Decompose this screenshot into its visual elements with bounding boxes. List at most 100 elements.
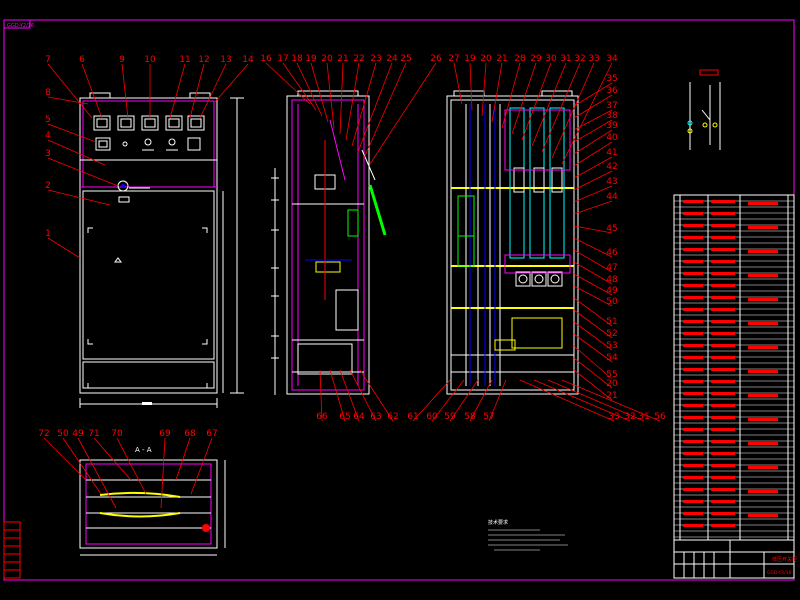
callout-number: 41 <box>606 148 617 158</box>
callout-rear_right-1: 36 <box>573 86 618 119</box>
callout-front-10: 4 <box>45 131 106 166</box>
callout-side-6: 22 <box>345 54 365 141</box>
callout-number: 44 <box>606 192 618 202</box>
callout-rear_top-2: 20 <box>480 54 492 117</box>
callout-side_bottom-4: 62 <box>359 369 399 422</box>
callout-number: 50 <box>57 429 69 439</box>
callout-number: 37 <box>606 101 617 111</box>
parts-table <box>673 194 795 541</box>
callout-number: 72 <box>38 429 49 439</box>
callout-number: 31 <box>560 54 571 64</box>
callout-rear_top-7: 31 <box>531 54 572 147</box>
callout-number: 32 <box>574 54 585 64</box>
callout-number: 24 <box>386 54 398 64</box>
callout-rear_bottom-5: 33 <box>519 379 620 422</box>
callout-rear_top-3: 21 <box>491 54 508 123</box>
callout-number: 51 <box>606 317 617 327</box>
callout-number: 25 <box>400 54 411 64</box>
callout-number: 12 <box>198 55 209 65</box>
callout-front-3: 10 <box>144 55 156 118</box>
callout-rear_top-4: 28 <box>501 54 526 129</box>
callout-front-6: 13 <box>199 55 232 119</box>
callout-number: 21 <box>606 391 617 401</box>
callout-rear_top-9: 33 <box>551 54 600 159</box>
callout-side-4: 20 <box>321 54 335 129</box>
callout-number: 29 <box>530 54 542 64</box>
callout-number: 30 <box>545 54 557 64</box>
callout-rear_right-21: 20 <box>573 357 618 389</box>
callout-front-13: 1 <box>45 229 81 259</box>
callout-rear_right-4: 39 <box>573 121 618 155</box>
callout-number: 48 <box>606 275 618 285</box>
callout-side-8: 24 <box>357 54 398 153</box>
callout-number: 23 <box>370 54 381 64</box>
callout-number: 52 <box>606 329 617 339</box>
callout-rear_right-2: 37 <box>573 101 618 131</box>
callout-front-2: 9 <box>119 55 129 119</box>
callout-number: 67 <box>206 429 217 439</box>
callout-number: 63 <box>370 412 381 422</box>
callout-rear_top-10: 34 <box>561 54 618 165</box>
callout-number: 65 <box>339 412 350 422</box>
callout-rear_right-22: 21 <box>573 369 618 401</box>
callout-rear_right-7: 42 <box>573 162 618 191</box>
callout-number: 8 <box>45 88 51 98</box>
callout-front-5: 12 <box>189 55 210 119</box>
callout-side_bottom-0: 66 <box>316 369 328 422</box>
callout-rear_right-9: 44 <box>573 192 618 215</box>
callout-front-0: 7 <box>45 55 93 119</box>
callout-rear_right-5: 40 <box>573 133 618 167</box>
callout-number: 60 <box>426 412 438 422</box>
callout-rear_bottom-1: 60 <box>426 379 465 422</box>
callout-number: 21 <box>337 54 348 64</box>
callout-rear_right-6: 41 <box>573 148 618 179</box>
callout-rear_right-16: 51 <box>573 297 618 327</box>
callout-number: 58 <box>464 412 476 422</box>
callout-front-1: 6 <box>79 55 103 119</box>
technical-notes: 技术要求 <box>488 519 568 551</box>
callout-section-3: 71 <box>88 429 132 481</box>
callout-side-1: 17 <box>277 54 317 111</box>
callout-number: 10 <box>144 55 156 65</box>
callout-number: 33 <box>608 412 619 422</box>
callout-number: 55 <box>606 370 617 380</box>
callout-number: 14 <box>242 55 254 65</box>
callout-side_bottom-3: 63 <box>349 369 382 422</box>
callout-section-6: 68 <box>175 429 196 481</box>
callout-number: 36 <box>606 86 618 96</box>
callout-number: 3 <box>45 149 51 159</box>
title-drawing-number: GGD-Y2/16 <box>767 570 792 576</box>
callout-number: 22 <box>353 54 364 64</box>
drawing-tag-box <box>3 19 31 29</box>
callout-number: 50 <box>606 297 618 307</box>
callout-front-8: 8 <box>45 88 89 105</box>
callout-number: 69 <box>159 429 171 439</box>
callout-number: 20 <box>480 54 492 64</box>
callout-number: 7 <box>45 55 51 65</box>
callout-number: 11 <box>179 55 190 65</box>
title-block: 低压开关柜 GGD-Y2/16 <box>673 539 797 579</box>
drawing-frame <box>3 19 795 581</box>
callout-number: 32 <box>624 412 635 422</box>
callout-number: 49 <box>606 286 618 296</box>
callout-number: 28 <box>514 54 526 64</box>
callout-number: 66 <box>316 412 328 422</box>
side-view <box>271 90 387 395</box>
callout-number: 5 <box>45 115 51 125</box>
callout-rear_right-18: 53 <box>573 321 618 351</box>
rear-view <box>446 90 579 395</box>
callout-number: 18 <box>291 54 303 64</box>
callout-rear_bottom-4: 57 <box>483 379 507 422</box>
callout-side-5: 21 <box>337 54 349 135</box>
callout-rear_bottom-7: 31 <box>547 379 650 422</box>
callout-section-0: 72 <box>38 429 87 481</box>
callout-number: 33 <box>588 54 599 64</box>
callout-rear_right-8: 43 <box>573 177 618 203</box>
callout-rear_right-12: 47 <box>573 249 618 273</box>
callout-side-9: 25 <box>363 54 412 159</box>
callout-front-12: 2 <box>45 181 111 206</box>
callout-number: 9 <box>119 55 125 65</box>
callout-rear_right-10: 45 <box>573 224 618 234</box>
callout-number: 45 <box>606 224 617 234</box>
